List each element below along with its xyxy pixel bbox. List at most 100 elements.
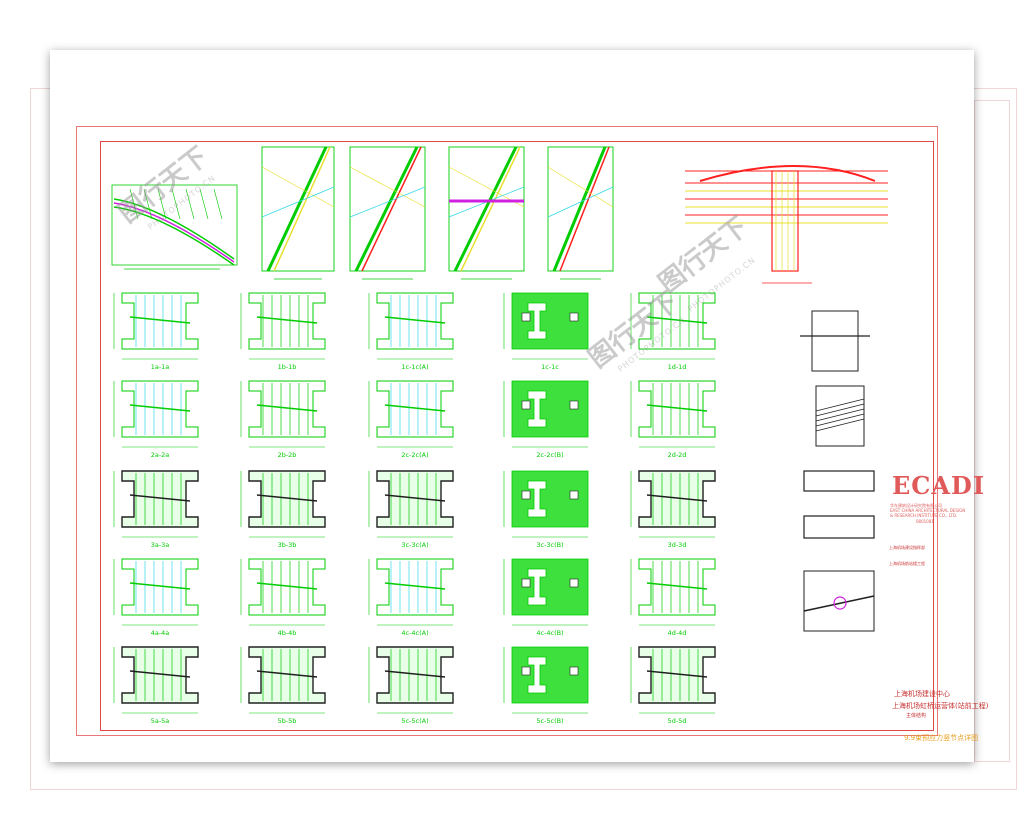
section-3b-3b-tendon <box>256 494 318 502</box>
section-4c-4c(B)-anchor <box>521 578 531 588</box>
section-4c-4c(A)-label: 4c-4c(A) <box>401 629 428 637</box>
section-5c-5c(B)-label: 5c-5c(B) <box>536 717 563 725</box>
plan-view-1-tick <box>143 188 153 220</box>
project-full-name: 上海机场虹桥运营体(站前工程) <box>892 702 989 710</box>
plan-view-3-axis <box>349 166 426 208</box>
detail-5-tendon <box>803 595 875 612</box>
section-4c-4c(A)-tendon <box>384 582 446 590</box>
elevation-column <box>771 170 799 272</box>
title-block: ECADI 华东建筑设计研究院有限公司 EAST CHINA ARCHITECT… <box>888 141 988 742</box>
project-name: 上海机场航站楼工程 <box>889 561 925 566</box>
section-4b-4b-label: 4b-4b <box>278 629 297 637</box>
section-2a-2a-label: 2a-2a <box>151 451 170 459</box>
section-3c-3c(A)-shape <box>376 470 454 528</box>
section-4d-4d-tendon <box>646 582 708 590</box>
plan-view-1-tick <box>129 188 139 220</box>
section-2b-2b-shape <box>248 380 326 438</box>
section-5c-5c(B)-anchor-2 <box>569 666 579 676</box>
section-1d-1d-tendon <box>646 316 708 324</box>
section-1c-1c-anchor <box>521 312 531 322</box>
plan-view-2-axis <box>261 166 335 208</box>
section-1c-1c-label: 1c-1c <box>541 363 559 371</box>
section-3c-3c(B)-anchor <box>521 490 531 500</box>
plan-view-1-tick <box>157 188 167 220</box>
section-3a-3a-label: 3a-3a <box>151 541 170 549</box>
section-3d-3d-shape <box>638 470 716 528</box>
plan-view-1-tick <box>185 188 195 220</box>
section-4c-4c(A)-shape <box>376 558 454 616</box>
elevation-arch <box>699 165 876 182</box>
section-4d-4d-shape <box>638 558 716 616</box>
detail-2-tendon <box>815 398 865 412</box>
section-2c-2c(A)-label: 2c-2c(A) <box>401 451 428 459</box>
plan-view-5-tendon <box>559 146 610 272</box>
plan-view-1-track-2 <box>113 206 235 266</box>
section-4c-4c(B)-label: 4c-4c(B) <box>536 629 563 637</box>
section-3a-3a-shape <box>121 470 199 528</box>
section-2d-2d-shape <box>638 380 716 438</box>
section-5c-5c(B)-anchor <box>521 666 531 676</box>
section-1c-1c-shape <box>511 292 589 350</box>
section-5b-5b-shape <box>248 646 326 704</box>
section-1d-1d-label: 1d-1d <box>668 363 687 371</box>
section-5a-5a-tendon <box>129 670 191 678</box>
plan-view-2-frame <box>261 146 335 272</box>
sheet-outer-border <box>76 126 938 736</box>
section-2c-2c(A)-tendon <box>384 404 446 412</box>
section-2c-2c(B)-shape <box>511 380 589 438</box>
detail-4-frame <box>803 515 875 539</box>
section-4a-4a-shape <box>121 558 199 616</box>
plan-view-3-tendon <box>361 146 422 272</box>
section-5c-5c(A)-tendon <box>384 670 446 678</box>
section-3a-3a-tendon <box>129 494 191 502</box>
plan-view-3-beam <box>354 146 419 272</box>
section-2d-2d-tendon <box>646 404 708 412</box>
section-5d-5d-shape <box>638 646 716 704</box>
section-3d-3d-tendon <box>646 494 708 502</box>
section-3c-3c(A)-tendon <box>384 494 446 502</box>
plan-view-4-beam <box>453 146 518 272</box>
company-logo: ECADI <box>892 471 986 500</box>
section-4b-4b-shape <box>248 558 326 616</box>
section-2c-2c(B)-anchor-2 <box>569 400 579 410</box>
plan-view-1-frame <box>111 184 238 266</box>
section-4b-4b-tendon <box>256 582 318 590</box>
sub-project: 主体结构 <box>906 713 927 719</box>
section-4a-4a-label: 4a-4a <box>151 629 170 637</box>
section-3d-3d-label: 3d-3d <box>668 541 687 549</box>
plan-view-2-tendon <box>273 146 331 272</box>
detail-2-tendon <box>815 413 865 427</box>
section-1a-1a-shape <box>121 292 199 350</box>
section-4c-4c(B)-shape <box>511 558 589 616</box>
section-2b-2b-label: 2b-2b <box>278 451 297 459</box>
section-1b-1b-shape <box>248 292 326 350</box>
section-1c-1c(A)-label: 1c-1c(A) <box>401 363 428 371</box>
plan-view-1-track <box>113 198 235 260</box>
background-frame-inner <box>974 100 1010 762</box>
detail-2-tendon <box>815 418 865 432</box>
plan-view-3-frame <box>349 146 426 272</box>
section-1c-1c(A)-shape <box>376 292 454 350</box>
section-2a-2a-shape <box>121 380 199 438</box>
section-5d-5d-tendon <box>646 670 708 678</box>
section-1a-1a-label: 1a-1a <box>151 363 170 371</box>
section-2b-2b-tendon <box>256 404 318 412</box>
plan-view-2-axis-2 <box>261 186 335 218</box>
plan-view-5-frame <box>547 146 614 272</box>
section-5d-5d-label: 5d-5d <box>668 717 687 725</box>
section-4a-4a-tendon <box>129 582 191 590</box>
sheet-inner-border <box>100 141 934 731</box>
detail-3-frame <box>803 470 875 492</box>
section-4c-4c(B)-anchor-2 <box>569 578 579 588</box>
detail-1-frame <box>811 310 859 372</box>
section-2c-2c(B)-label: 2c-2c(B) <box>536 451 563 459</box>
section-5c-5c(A)-shape <box>376 646 454 704</box>
plan-view-3-axis-2 <box>349 186 426 218</box>
detail-5-highlight <box>833 596 847 610</box>
company-name-en-1: EAST CHINA ARCHITECTURAL DESIGN <box>890 508 966 513</box>
section-3c-3c(B)-shape <box>511 470 589 528</box>
plan-view-4-tendon <box>460 146 521 272</box>
section-5a-5a-label: 5a-5a <box>151 717 170 725</box>
